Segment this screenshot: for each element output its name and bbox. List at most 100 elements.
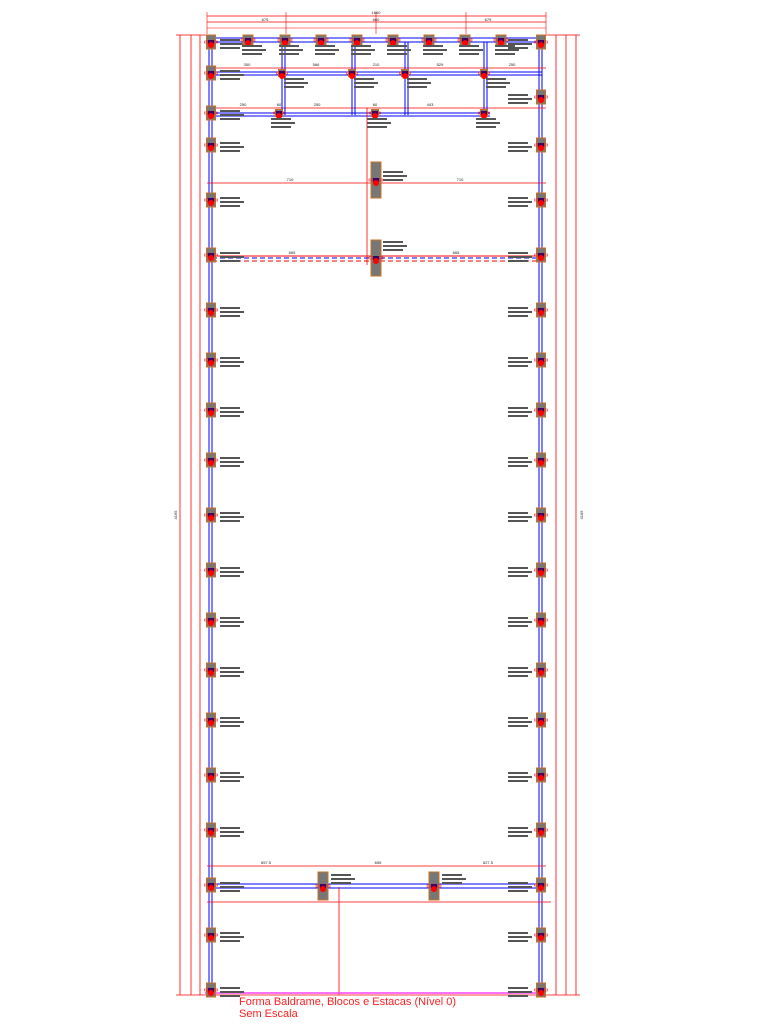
block-dim-mark xyxy=(534,95,548,99)
block-label-line xyxy=(423,49,447,51)
block-label xyxy=(508,617,532,627)
internal-pile-block xyxy=(478,69,490,79)
block-label-line xyxy=(220,407,240,409)
overall-width-label: 1660 xyxy=(372,10,382,15)
block-label xyxy=(220,142,244,152)
block-label-line xyxy=(220,457,240,459)
pile-icon xyxy=(208,73,214,79)
right-pile-block xyxy=(534,402,548,418)
block-label-line xyxy=(220,311,244,313)
block-label-line xyxy=(220,835,240,837)
pile-icon xyxy=(481,73,487,79)
block-label-line xyxy=(220,260,240,262)
block-label-line xyxy=(351,45,371,47)
block-label-line xyxy=(220,461,244,463)
block-label-line xyxy=(220,78,240,80)
drawing-title-block: Forma Baldrame, Blocos e Estacas (Nível … xyxy=(239,996,456,1020)
block-dim-mark xyxy=(204,718,218,722)
block-label xyxy=(407,78,431,88)
internal-pile-block xyxy=(369,109,381,119)
pile-icon xyxy=(538,830,544,836)
block-label-line xyxy=(220,882,240,884)
internal-pile-block xyxy=(399,69,411,79)
block-label-line xyxy=(442,882,462,884)
pile-icon xyxy=(208,570,214,576)
block-dim-mark xyxy=(534,40,548,44)
block-label-line xyxy=(220,725,240,727)
pile-icon xyxy=(538,620,544,626)
block-label-line xyxy=(220,315,240,317)
block-label-line xyxy=(220,43,244,45)
block-label-line xyxy=(508,571,532,573)
block-dim-mark xyxy=(534,458,548,462)
block-label-line xyxy=(383,241,403,243)
block-label-line xyxy=(220,465,240,467)
block-label-line xyxy=(220,675,240,677)
pile-icon xyxy=(208,145,214,151)
pile-icon xyxy=(538,310,544,316)
pile-icon xyxy=(462,40,468,46)
block-dim-mark xyxy=(346,71,358,75)
block-dim-mark xyxy=(204,253,218,257)
block-label xyxy=(351,45,375,55)
block-label-line xyxy=(508,357,528,359)
block-label-line xyxy=(508,205,528,207)
pile-icon xyxy=(208,255,214,261)
grid-dimension-label: 60 xyxy=(277,102,282,107)
pile-icon xyxy=(538,570,544,576)
pile-icon xyxy=(208,935,214,941)
block-label-line xyxy=(220,70,240,72)
pile-icon xyxy=(208,460,214,466)
block-label-line xyxy=(407,78,427,80)
right-pile-block xyxy=(534,662,548,678)
block-label-line xyxy=(220,567,240,569)
row-dimension-label: 665 xyxy=(453,250,460,255)
pile-icon xyxy=(208,113,214,119)
block-label-line xyxy=(220,831,244,833)
block-label xyxy=(508,567,532,577)
pile-icon xyxy=(372,113,378,119)
pile-icon xyxy=(402,73,408,79)
pile-icon xyxy=(538,200,544,206)
pile-icon xyxy=(208,670,214,676)
left-pile-block xyxy=(204,34,218,50)
pile-icon xyxy=(538,360,544,366)
grid-dimension-label: 60 xyxy=(373,102,378,107)
block-label xyxy=(508,667,532,677)
left-pile-block xyxy=(204,247,218,263)
left-pile-block xyxy=(204,877,218,893)
block-label-line xyxy=(387,49,411,51)
block-dim-mark xyxy=(204,513,218,517)
block-label-line xyxy=(220,197,240,199)
block-label xyxy=(383,171,407,181)
block-dim-mark xyxy=(534,773,548,777)
block-label-line xyxy=(508,882,528,884)
block-label xyxy=(508,772,532,782)
left-pile-block xyxy=(204,302,218,318)
block-label-line xyxy=(271,126,291,128)
block-label-line xyxy=(508,890,528,892)
block-label-line xyxy=(508,717,528,719)
pile-icon xyxy=(373,258,379,264)
block-label xyxy=(331,874,355,884)
right-pile-block xyxy=(534,302,548,318)
block-label-line xyxy=(442,874,462,876)
block-label-line xyxy=(508,94,528,96)
right-pile-block xyxy=(534,89,548,105)
block-label xyxy=(220,307,244,317)
block-label xyxy=(508,457,532,467)
pile-icon xyxy=(538,775,544,781)
left-pile-block xyxy=(204,982,218,998)
top-pile-block xyxy=(313,34,329,46)
block-label-line xyxy=(220,520,240,522)
left-pile-block xyxy=(204,105,218,121)
block-label xyxy=(508,717,532,727)
block-label-line xyxy=(220,150,240,152)
top-pile-block xyxy=(349,34,365,46)
block-label-line xyxy=(459,45,479,47)
left-pile-block xyxy=(204,137,218,153)
block-label-line xyxy=(220,936,244,938)
block-label-line xyxy=(271,118,291,120)
block-dim-mark xyxy=(277,38,293,42)
block-dim-mark xyxy=(204,458,218,462)
